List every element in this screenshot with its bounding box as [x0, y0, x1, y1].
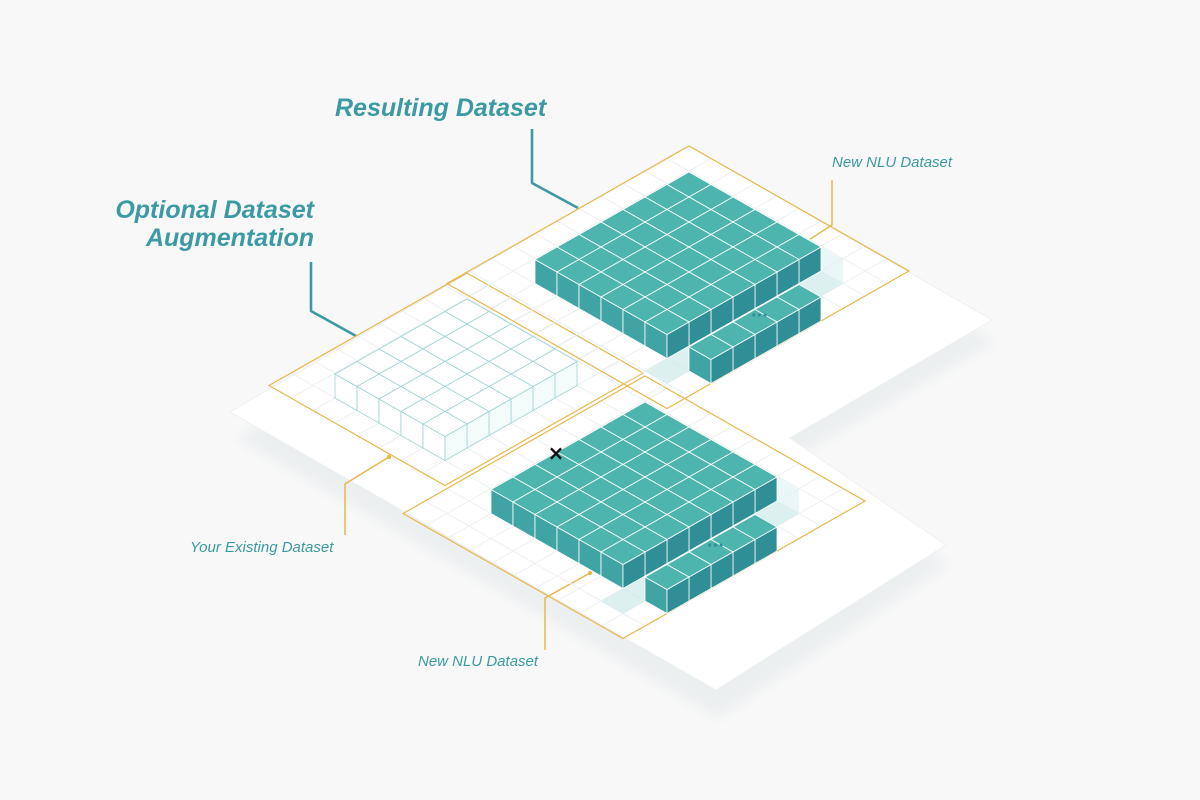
augmentation-title-line1: Optional Dataset — [115, 196, 314, 224]
resulting-dataset-leader — [530, 129, 579, 210]
dataset-frame — [267, 272, 645, 487]
dataset-frame — [445, 145, 911, 410]
existing-dataset-label: Your Existing Dataset — [190, 539, 334, 556]
ellipsis-marker: ... — [707, 533, 724, 551]
new-nlu-bottom-leader — [544, 572, 591, 650]
existing-dataset-leader — [344, 456, 390, 535]
operator-symbol: × — [548, 441, 565, 465]
existing-dataset-grid — [267, 272, 645, 487]
resulting-dataset-title: Resulting Dataset — [335, 94, 547, 122]
connector-lines — [309, 129, 833, 650]
data-cube — [688, 334, 734, 385]
new-nlu-result-grid: ... — [445, 145, 911, 410]
new-nlu-input-grid: ... — [401, 375, 867, 640]
augmentation-leader — [309, 262, 357, 338]
ellipsis-marker: ... — [751, 303, 768, 321]
augmentation-title-line2: Augmentation — [145, 224, 314, 252]
dataset-frame — [401, 375, 867, 640]
data-cube — [644, 564, 690, 615]
data-cube — [644, 309, 690, 360]
new-nlu-dataset-top-label: New NLU Dataset — [832, 154, 953, 171]
data-cube — [600, 539, 646, 590]
new-nlu-dataset-bottom-label: New NLU Dataset — [418, 653, 539, 670]
empty-cube — [422, 411, 468, 462]
